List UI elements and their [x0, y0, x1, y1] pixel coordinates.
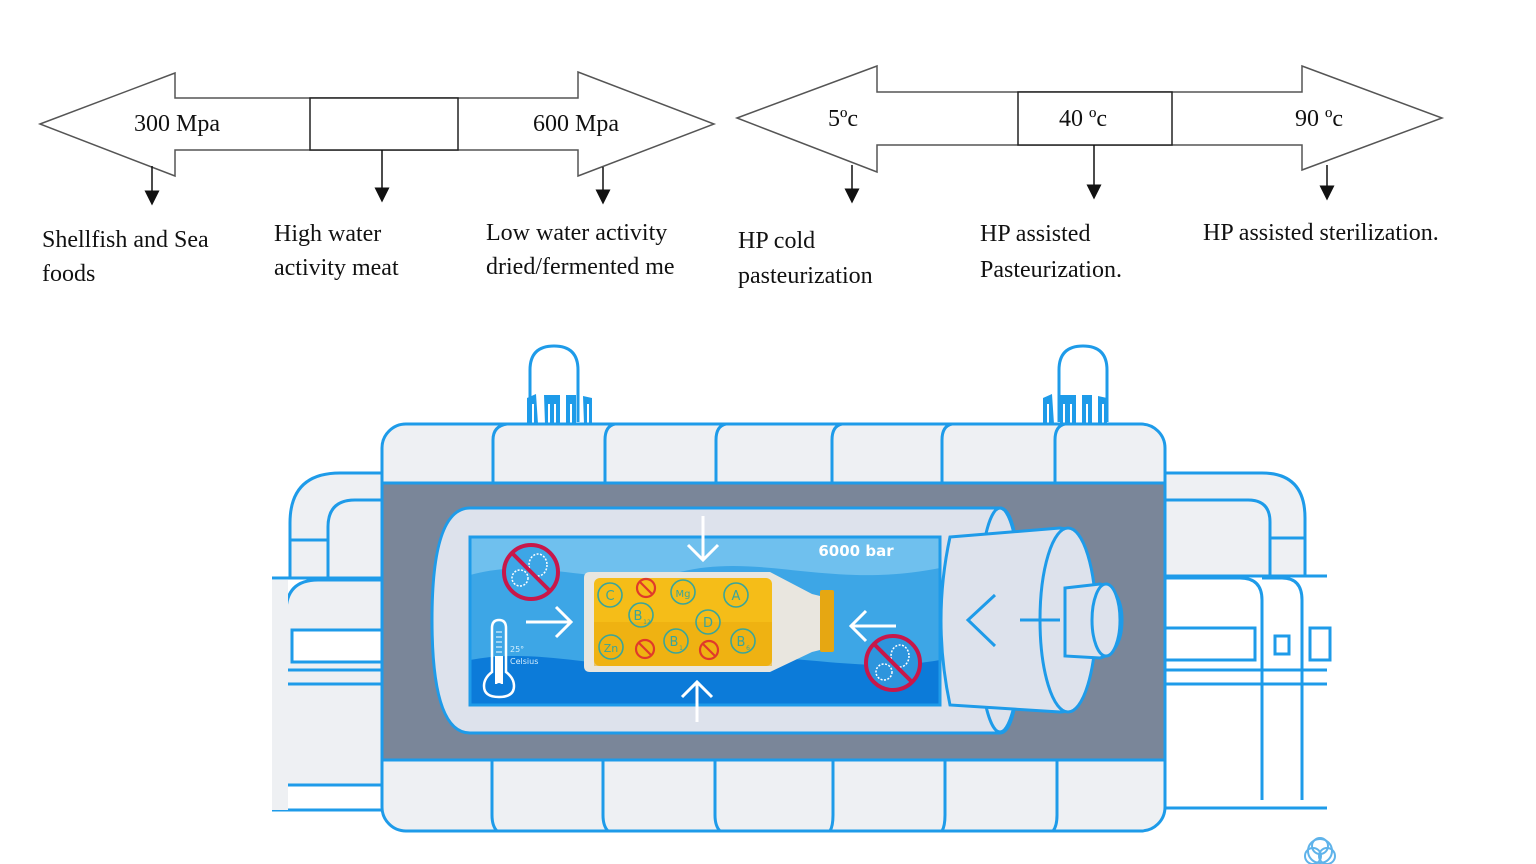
outcome-label: HP assisted sterilization.	[1203, 220, 1439, 246]
nutrient-label: C	[605, 589, 614, 604]
outcome-label: pasteurization	[738, 263, 873, 289]
outcome-label: HP assisted	[980, 221, 1090, 247]
outcome-label: Pasteurization.	[980, 257, 1122, 283]
nutrient-label: Zn	[604, 642, 619, 655]
pressure-arrows	[526, 516, 896, 722]
pressure-readout: 6000 bar	[818, 542, 894, 560]
outcome-label: Low water activity	[486, 220, 667, 246]
pressure-arrow-icon	[848, 609, 896, 643]
nutrient-label: B	[737, 635, 746, 650]
thermometer-icon	[482, 618, 516, 699]
outcome-label: Shellfish and Sea	[42, 227, 209, 253]
nutrient-circles	[597, 579, 756, 660]
nutrient-b1	[663, 628, 689, 654]
thermometer-value: 25°	[510, 645, 524, 654]
pressure-right-label: 600 Mpa	[533, 111, 619, 137]
nutrient-label: B	[670, 635, 679, 650]
top-clamp-right	[1043, 344, 1109, 424]
nutrient-b6	[730, 628, 756, 654]
nutrient-c	[597, 582, 623, 608]
temperature-left-label: 5ºc	[828, 106, 858, 132]
nutrient-label: B	[634, 609, 643, 624]
outcome-label: High water	[274, 221, 381, 247]
piston-icon	[939, 506, 1124, 734]
nutrient-label: 1	[679, 645, 683, 652]
outcome-label: activity meat	[274, 255, 399, 281]
brand-logo-icon	[1304, 837, 1336, 864]
pressure-center-box	[309, 97, 459, 151]
top-clamp-left	[527, 344, 592, 424]
temperature-scale: 5ºc 40 ºc 90 ºc HP cold pasteurization H…	[734, 64, 1445, 289]
outcome-label: dried/fermented me	[486, 254, 675, 280]
nutrient-d	[695, 609, 721, 635]
nutrient-label: A	[732, 589, 741, 604]
thermometer-unit: Celsius	[510, 657, 538, 666]
prohibited-microbe-icon	[634, 577, 720, 661]
outcome-label: HP cold	[738, 228, 815, 254]
nutrient-zn	[598, 634, 624, 660]
bottom-segments	[490, 760, 1059, 833]
nutrient-label: D	[703, 616, 713, 631]
nutrient-label: 12	[643, 619, 651, 626]
nutrient-b12	[628, 602, 654, 628]
pressure-arrow-icon	[680, 679, 714, 722]
temperature-center-label: 40 ºc	[1059, 106, 1107, 132]
right-pipes	[1163, 471, 1332, 810]
nutrient-label: Mg	[676, 589, 691, 600]
pressure-left-label: 300 Mpa	[134, 111, 220, 137]
no-bacteria-icon	[864, 634, 922, 692]
nutrient-a	[723, 582, 749, 608]
nutrient-mg	[670, 579, 696, 605]
nutrient-label: 6	[746, 645, 750, 652]
pressure-scale: 300 Mpa 600 Mpa Shellfish and Sea foods …	[37, 70, 717, 287]
pressure-arrow-icon	[686, 516, 720, 563]
pressure-arrow-icon	[965, 593, 1060, 648]
left-pipes	[272, 471, 384, 812]
top-segments	[491, 422, 1066, 483]
pressure-arrow-icon	[526, 605, 574, 639]
outcome-label: foods	[42, 261, 95, 287]
temperature-right-label: 90 ºc	[1295, 106, 1343, 132]
temperature-center-box	[1017, 91, 1173, 146]
no-bacteria-icon	[502, 543, 560, 601]
